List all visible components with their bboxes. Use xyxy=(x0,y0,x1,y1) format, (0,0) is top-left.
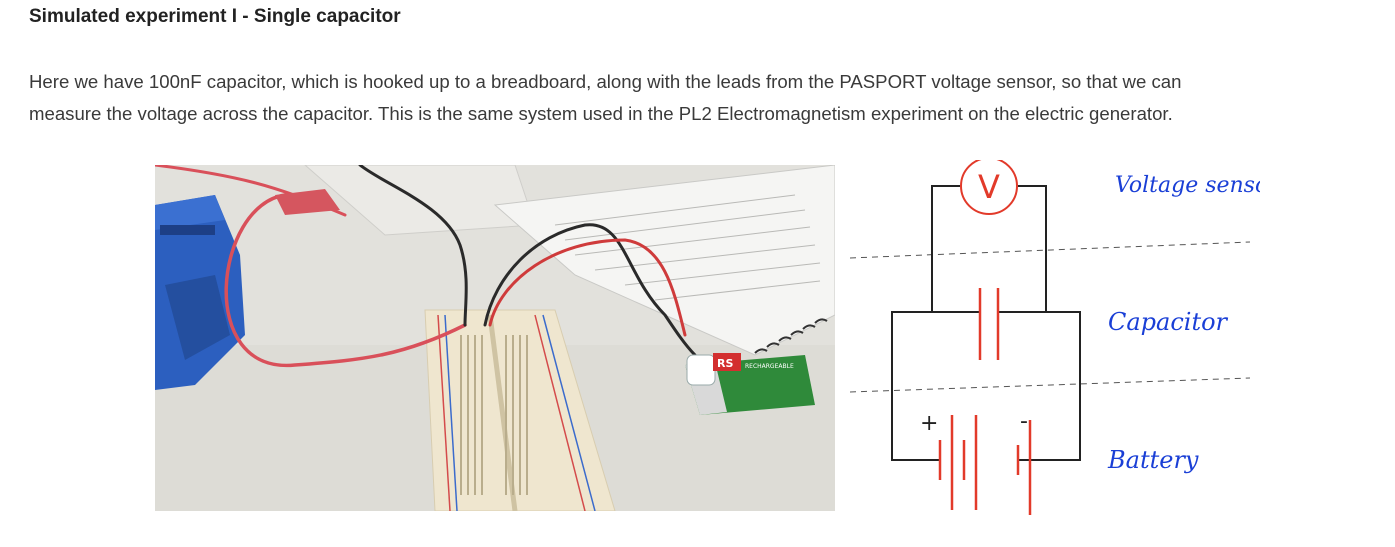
description-line-2: measure the voltage across the capacitor… xyxy=(29,103,1173,124)
voltmeter-icon xyxy=(960,160,1018,215)
sensor-wire xyxy=(931,185,1047,312)
battery-brand-label: RS xyxy=(717,357,733,370)
description-line-1: Here we have 100nF capacitor, which is h… xyxy=(29,71,1182,92)
black-wire-image xyxy=(358,165,468,327)
breadboard-image xyxy=(424,309,616,511)
breadboard-photo: RS RECHARGEABLE xyxy=(155,165,835,511)
battery-image: RS RECHARGEABLE xyxy=(685,353,815,415)
minus-sign: - xyxy=(1020,409,1028,434)
voltage-sensor-label: Voltage sensor xyxy=(1115,173,1260,198)
battery-label: Battery xyxy=(1107,446,1199,474)
voltage-sensor-image xyxy=(155,195,245,390)
capacitor-wire xyxy=(891,311,1081,461)
battery-symbol-icon xyxy=(938,415,1032,515)
red-wire-image xyxy=(224,193,467,367)
section-heading: Simulated experiment I - Single capacito… xyxy=(29,6,401,27)
separator-line-top xyxy=(849,241,1251,259)
separator-line-bottom xyxy=(849,377,1251,393)
description-paragraph: Here we have 100nF capacitor, which is h… xyxy=(29,66,1359,130)
circuit-diagram: V + - Voltage sensor Capacitor Battery xyxy=(840,160,1260,530)
notebook-image xyxy=(493,165,835,356)
spiral-binding-image xyxy=(754,318,828,354)
plus-sign: + xyxy=(920,411,938,436)
battery-text-label: RECHARGEABLE xyxy=(745,363,794,370)
capacitor-label: Capacitor xyxy=(1108,308,1229,336)
voltmeter-symbol: V xyxy=(978,168,1000,206)
